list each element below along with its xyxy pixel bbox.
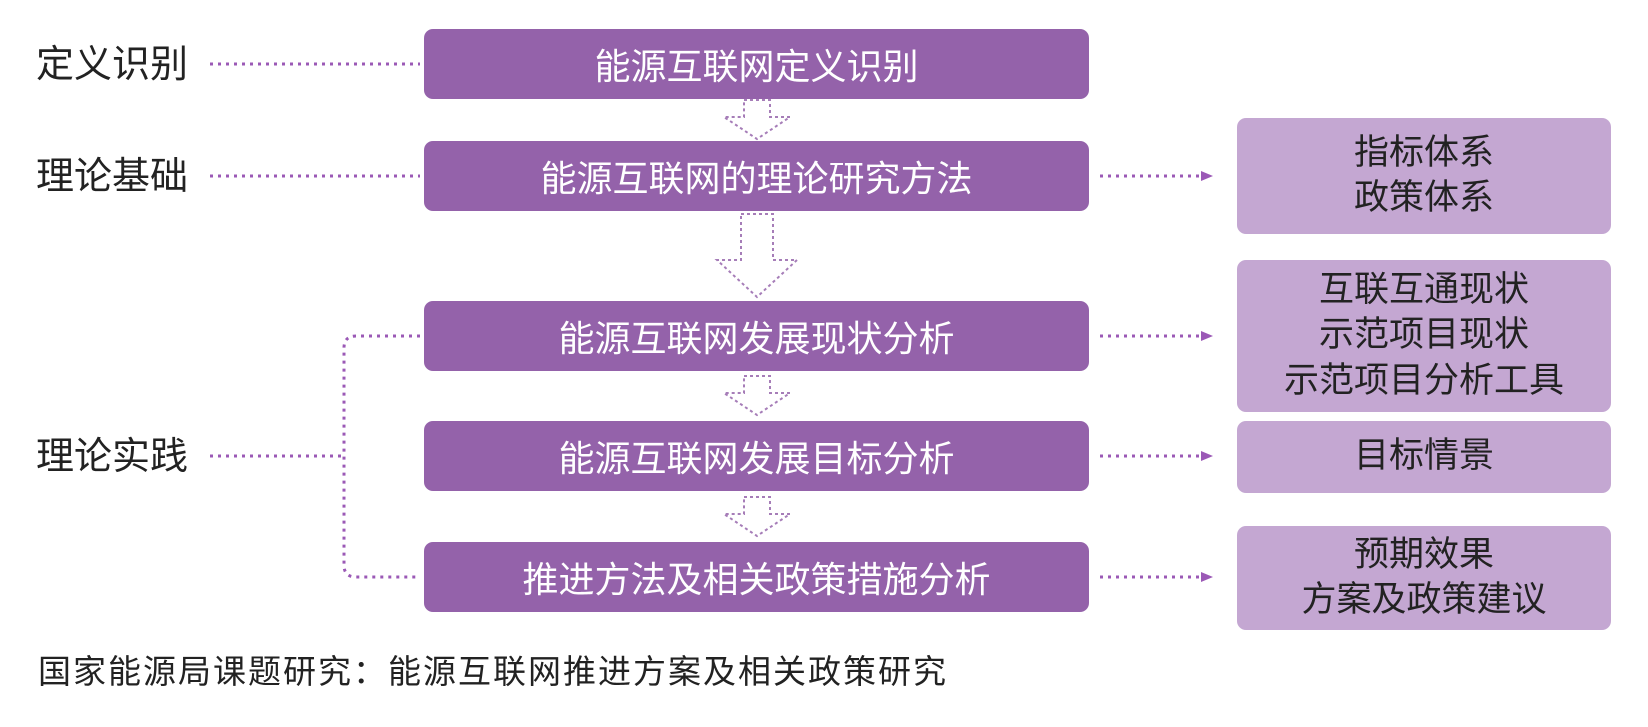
stage-label-define: 定义识别	[36, 42, 189, 86]
side-box-line: 目标情景	[1353, 436, 1494, 477]
side-box-line: 方案及政策建议	[1301, 580, 1547, 620]
side-box-systems: 指标体系 政策体系	[1237, 118, 1611, 234]
main-step-goal-analysis: 能源互联网发展目标分析	[424, 421, 1089, 491]
side-box-status: 互联互通现状 示范项目现状 示范项目分析工具	[1237, 260, 1611, 412]
main-step-policy-analysis: 推进方法及相关政策措施分析	[424, 542, 1089, 612]
down-arrow-3	[720, 375, 794, 417]
side-box-line: 互联互通现状	[1318, 269, 1529, 310]
main-step-definition: 能源互联网定义识别	[424, 29, 1089, 99]
side-box-goal: 目标情景	[1237, 421, 1611, 493]
footer-caption: 国家能源局课题研究：能源互联网推进方案及相关政策研究	[38, 652, 948, 691]
down-arrow-1	[720, 99, 794, 141]
stage-label-theory: 理论基础	[36, 154, 189, 198]
side-box-line: 政策体系	[1353, 178, 1494, 218]
side-box-line: 示范项目现状	[1318, 315, 1529, 356]
down-arrow-4	[720, 496, 794, 538]
side-box-line: 指标体系	[1353, 132, 1494, 173]
stage-label-practice: 理论实践	[36, 434, 189, 478]
side-box-line: 预期效果	[1353, 534, 1494, 575]
side-box-effects: 预期效果 方案及政策建议	[1237, 526, 1611, 630]
down-arrow-2	[714, 213, 800, 299]
main-step-status-analysis: 能源互联网发展现状分析	[424, 301, 1089, 371]
connector-practice-bracket	[342, 334, 420, 579]
side-box-line: 示范项目分析工具	[1283, 360, 1564, 401]
main-step-theory-method: 能源互联网的理论研究方法	[424, 141, 1089, 211]
